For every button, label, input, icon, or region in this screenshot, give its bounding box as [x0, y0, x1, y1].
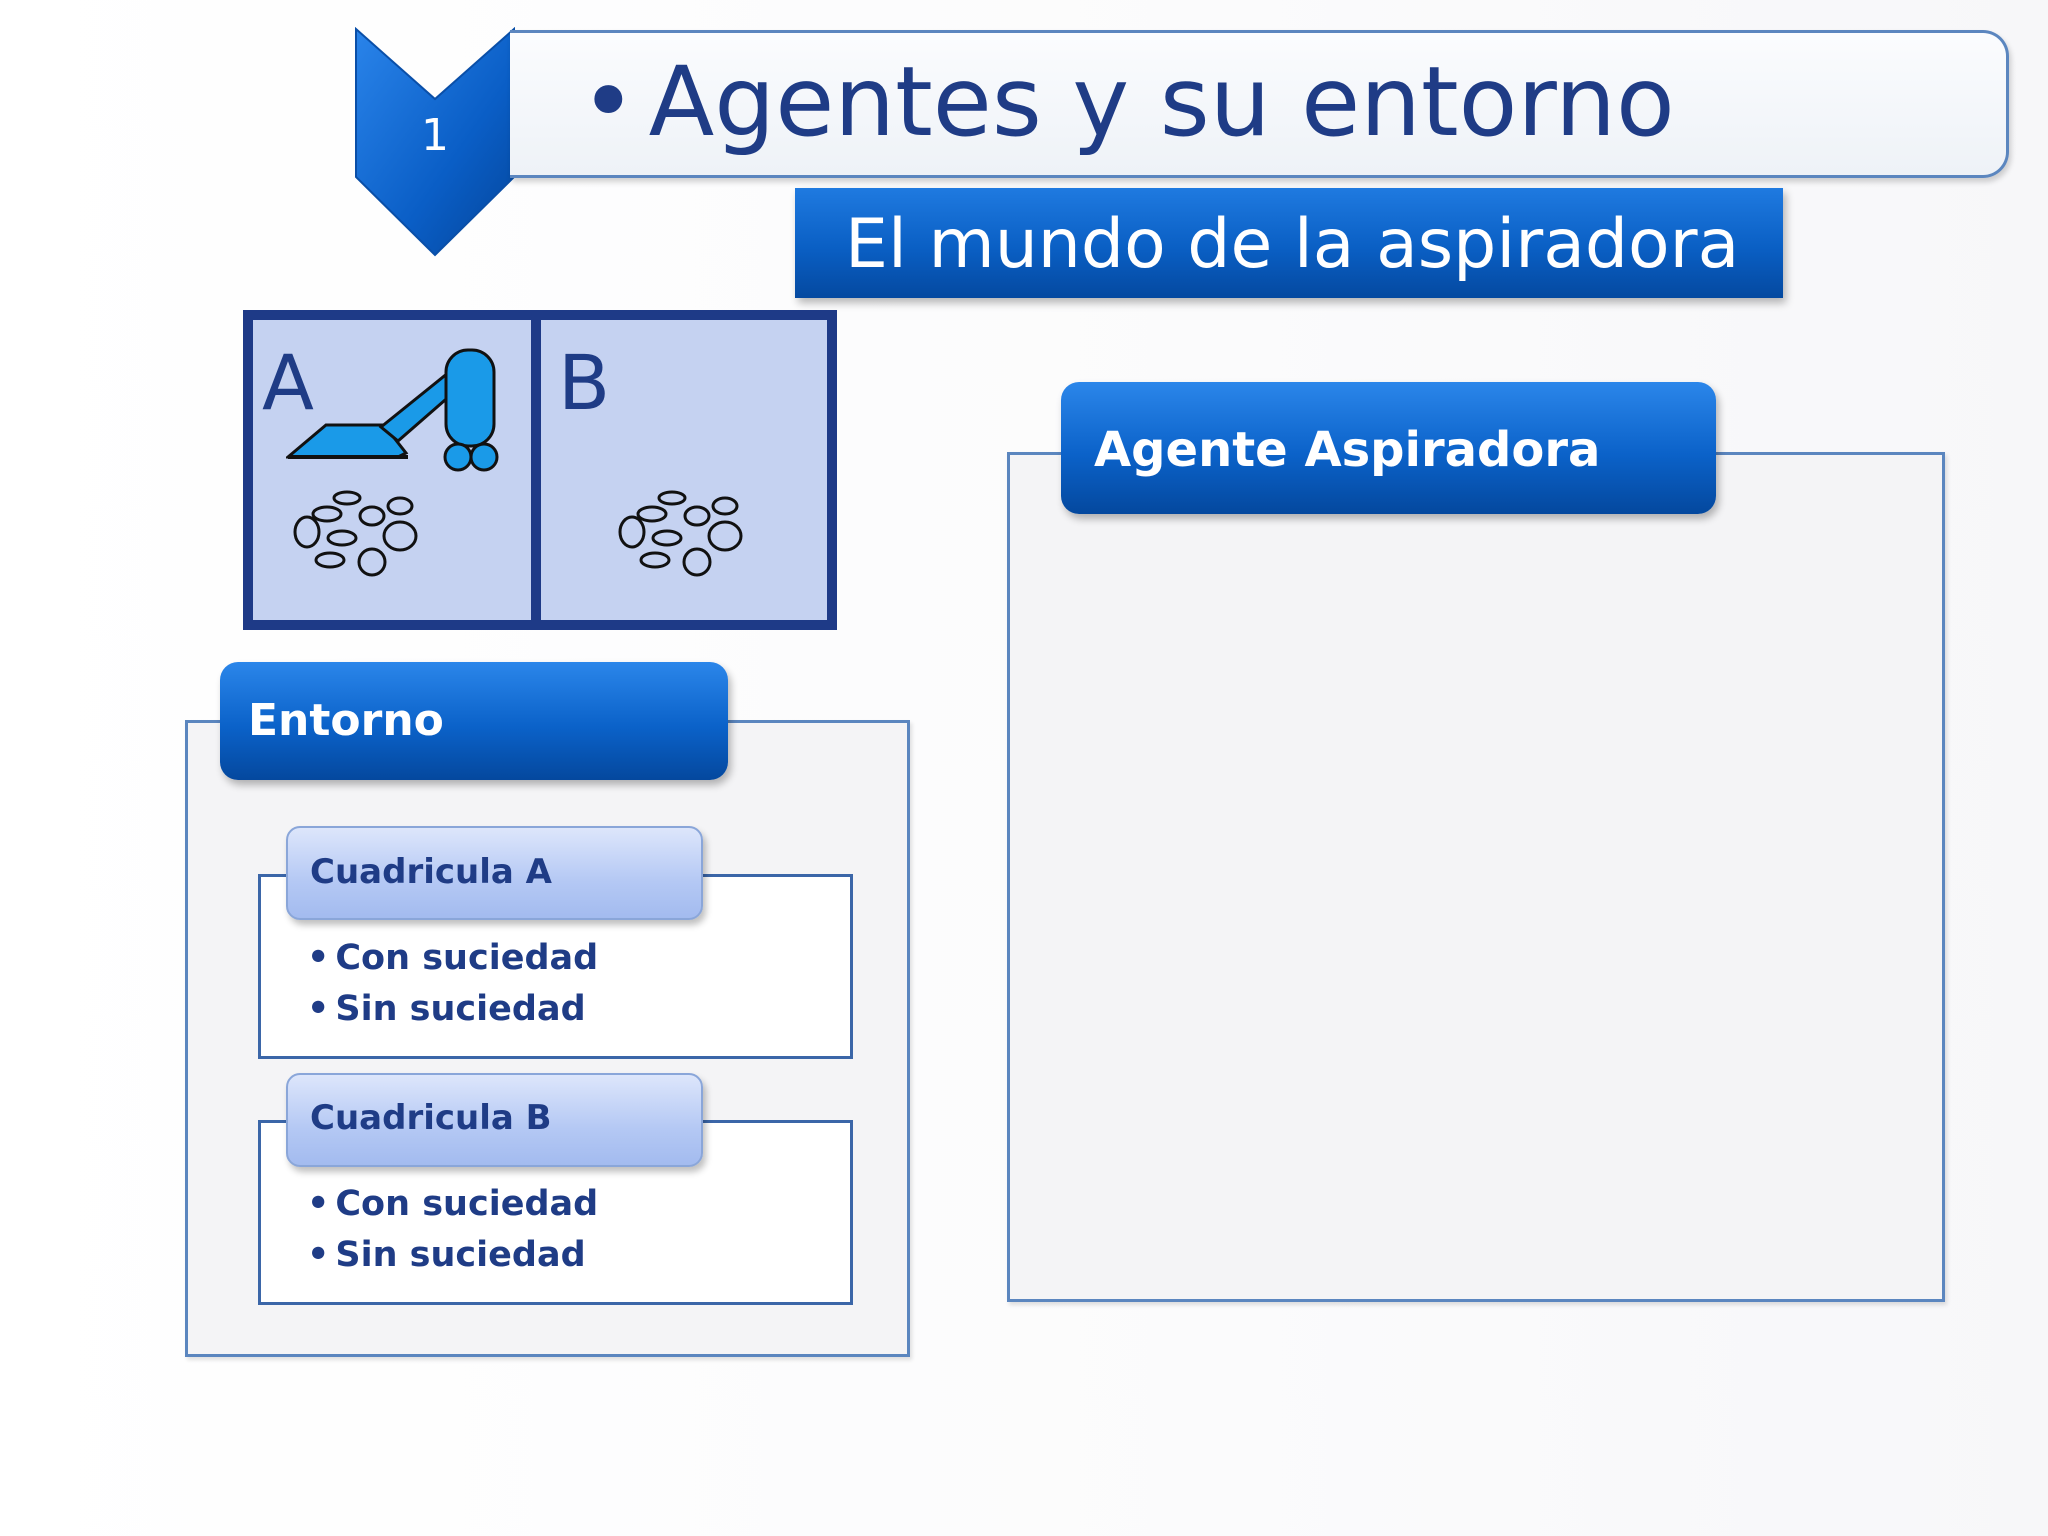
list-item: •Sin suciedad	[307, 989, 586, 1029]
cuadricula-b-header-label: Cuadricula B	[310, 1098, 552, 1138]
agente-header	[1061, 382, 1716, 514]
step-number: 1	[421, 110, 449, 161]
dirt-pile-icon	[618, 490, 743, 577]
slide-subtitle: El mundo de la aspiradora	[845, 205, 1740, 284]
vacuum-cleaner-icon	[286, 348, 499, 472]
cuadricula-a-header-label: Cuadricula A	[310, 852, 552, 892]
subtitle-bar	[795, 188, 1783, 298]
slide-title: •Agentes y su entorno	[580, 42, 1675, 162]
title-bar	[510, 30, 2009, 178]
cell-a-label: A	[262, 338, 314, 427]
agente-header-label: Agente Aspiradora	[1094, 422, 1601, 478]
list-item: •Con suciedad	[307, 1184, 599, 1224]
list-item: •Con suciedad	[307, 938, 599, 978]
list-item: •Sin suciedad	[307, 1235, 586, 1275]
entorno-header-label: Entorno	[248, 695, 444, 746]
slide-title-text: Agentes y su entorno	[648, 46, 1675, 158]
agente-panel	[1007, 452, 1945, 1302]
dirt-pile-icon	[293, 490, 418, 577]
cuadricula-b-header	[286, 1073, 703, 1167]
entorno-header	[220, 662, 728, 780]
grid-divider	[531, 310, 541, 630]
cuadricula-a-header	[286, 826, 703, 920]
cell-b-label: B	[558, 338, 611, 427]
title-bullet: •	[580, 46, 637, 158]
